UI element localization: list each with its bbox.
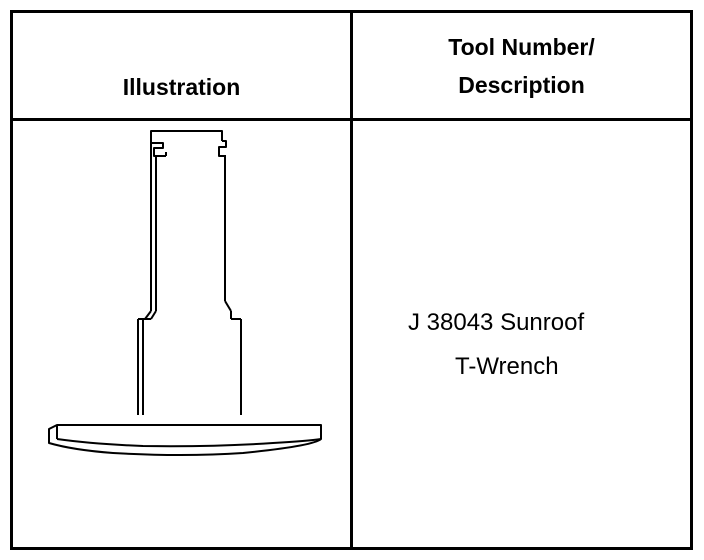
header-divider bbox=[13, 118, 690, 121]
description-cell: J 38043 Sunroof T-Wrench bbox=[353, 121, 690, 547]
tool-number-description: J 38043 Sunroof bbox=[408, 309, 585, 336]
t-wrench-icon bbox=[48, 130, 322, 456]
header-tool-number: Tool Number/ Description bbox=[353, 13, 690, 118]
column-divider bbox=[350, 13, 353, 547]
header-tool-number-line1: Tool Number/ bbox=[448, 33, 595, 60]
tool-table: Illustration Tool Number/ Description bbox=[10, 10, 693, 550]
tool-name-description: T-Wrench bbox=[455, 353, 559, 380]
illustration-cell bbox=[13, 121, 350, 547]
header-tool-number-line2: Description bbox=[458, 71, 585, 98]
header-illustration-label: Illustration bbox=[122, 74, 241, 100]
header-illustration: Illustration bbox=[13, 13, 350, 118]
